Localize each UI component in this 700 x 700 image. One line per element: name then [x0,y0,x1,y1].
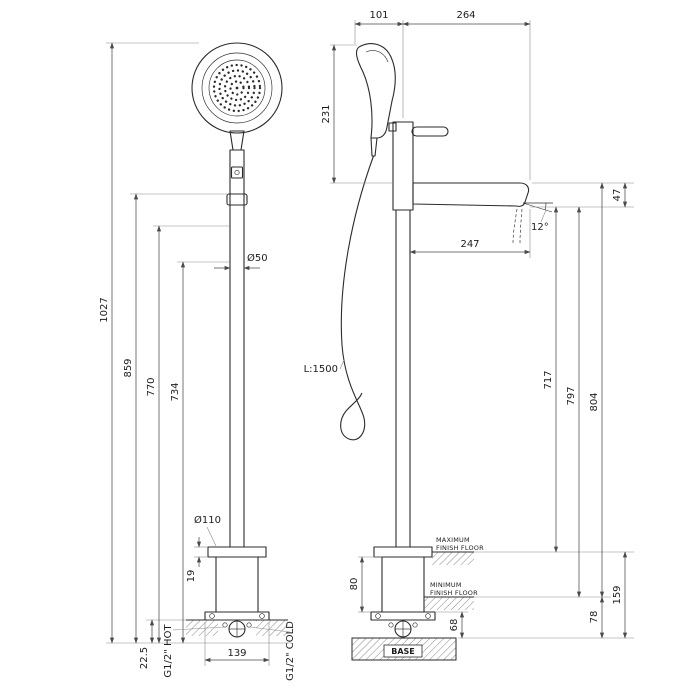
handshower-neck [229,130,245,151]
diverter-button [230,166,244,179]
dim-label-859: 859 [123,358,134,377]
leader-line-hose [339,359,345,370]
mounting-plate-side [370,611,436,621]
leader-line-hot [172,626,226,631]
base-body-side [381,556,425,613]
dim-label-797: 797 [566,386,577,405]
floor-hatch-right [256,620,288,636]
dim-label-734: 734 [170,382,181,401]
dim-label-angle: 12° [531,222,549,233]
water-stream-left [512,208,518,245]
dim-label-717: 717 [543,370,554,389]
label-hose-length: L:1500 [304,364,338,375]
dim-label-base-width: 139 [227,648,246,659]
angle-arc [544,202,547,211]
handshower-side [355,43,396,139]
diverter-button-dot [234,169,240,176]
floor-flange-front [207,546,267,558]
inlet-port-right [412,622,418,628]
spray-nozzles-core [229,80,245,96]
dim-label-247: 247 [460,239,479,250]
plate-bolt-left [209,613,215,619]
min-floor-label-1: MINIMUM [430,581,462,589]
plate-bolt-right [259,613,265,619]
label-cold-inlet: G1/2" COLD [285,621,296,681]
spray-nozzles-outer [212,63,262,113]
base-label-box [383,644,423,658]
dim-label-below-floor: 22.5 [139,647,150,669]
water-stream-right [519,208,523,245]
mixer-body-side [392,121,414,211]
handshower-face-ring [201,52,273,124]
dim-label-column-diameter: Ø50 [247,252,268,264]
handshower-handle-end [370,137,378,157]
shower-hose [340,155,375,441]
dim-label-770: 770 [146,377,157,396]
base-label: BASE [391,647,415,656]
dim-label-159: 159 [612,585,623,604]
base-body-front [215,556,259,613]
dim-label-47: 47 [612,189,623,202]
dim-label-flange-diameter: Ø110 [194,514,221,526]
handshower-detail-line [365,50,389,63]
inlet-port-left [388,622,394,628]
side-view: BASE MAXIMUM FINISH FLOOR MINIMUM FINISH… [340,43,530,661]
angle-ref-sloped [522,202,553,213]
dim-label-flange-height: 19 [186,570,197,583]
floor-hatch-left [186,620,218,636]
plate-bolt-left [375,613,381,619]
max-floor-hatch [432,552,474,565]
label-hot-inlet: G1/2" HOT [163,624,174,678]
leader-line-flange [206,526,217,547]
leader-line-angle [540,209,547,223]
leader-line-cold [249,626,291,633]
dim-label-231: 231 [321,104,332,123]
spout-front [226,193,248,206]
cold-inlet-port [246,622,252,628]
hot-inlet-port [222,622,228,628]
floor-flange-side [373,546,433,558]
mixer-lever [411,126,449,137]
side-view-dimensions: 101 264 231 247 12° L:1500 717 797 804 4 [304,10,634,639]
dim-label-total-height: 1027 [99,297,110,322]
dim-label-68: 68 [449,619,460,632]
spray-nozzles-mid [218,69,256,107]
front-view [186,42,288,638]
spout-side [412,182,530,207]
min-floor-hatch [424,597,474,610]
dim-label-101: 101 [369,10,388,21]
dim-label-264: 264 [456,10,475,21]
plate-bolt-right [425,613,431,619]
handshower-face-rim [208,59,266,117]
dim-label-78: 78 [589,611,600,624]
spray-center-dot [235,86,239,90]
dim-label-80: 80 [349,578,360,591]
dim-label-804: 804 [589,392,600,411]
min-floor-label-2: FINISH FLOOR [430,589,478,597]
max-floor-label-2: FINISH FLOOR [436,544,484,552]
riser-column-front [229,149,245,548]
handshower-head-front [191,42,283,134]
max-floor-label-1: MAXIMUM [436,536,470,544]
riser-column-side [395,209,411,548]
front-view-dimensions: 1027 859 770 734 Ø50 Ø110 19 22.5 G1/2" … [99,42,296,681]
spray-nozzles-inner [223,74,251,102]
